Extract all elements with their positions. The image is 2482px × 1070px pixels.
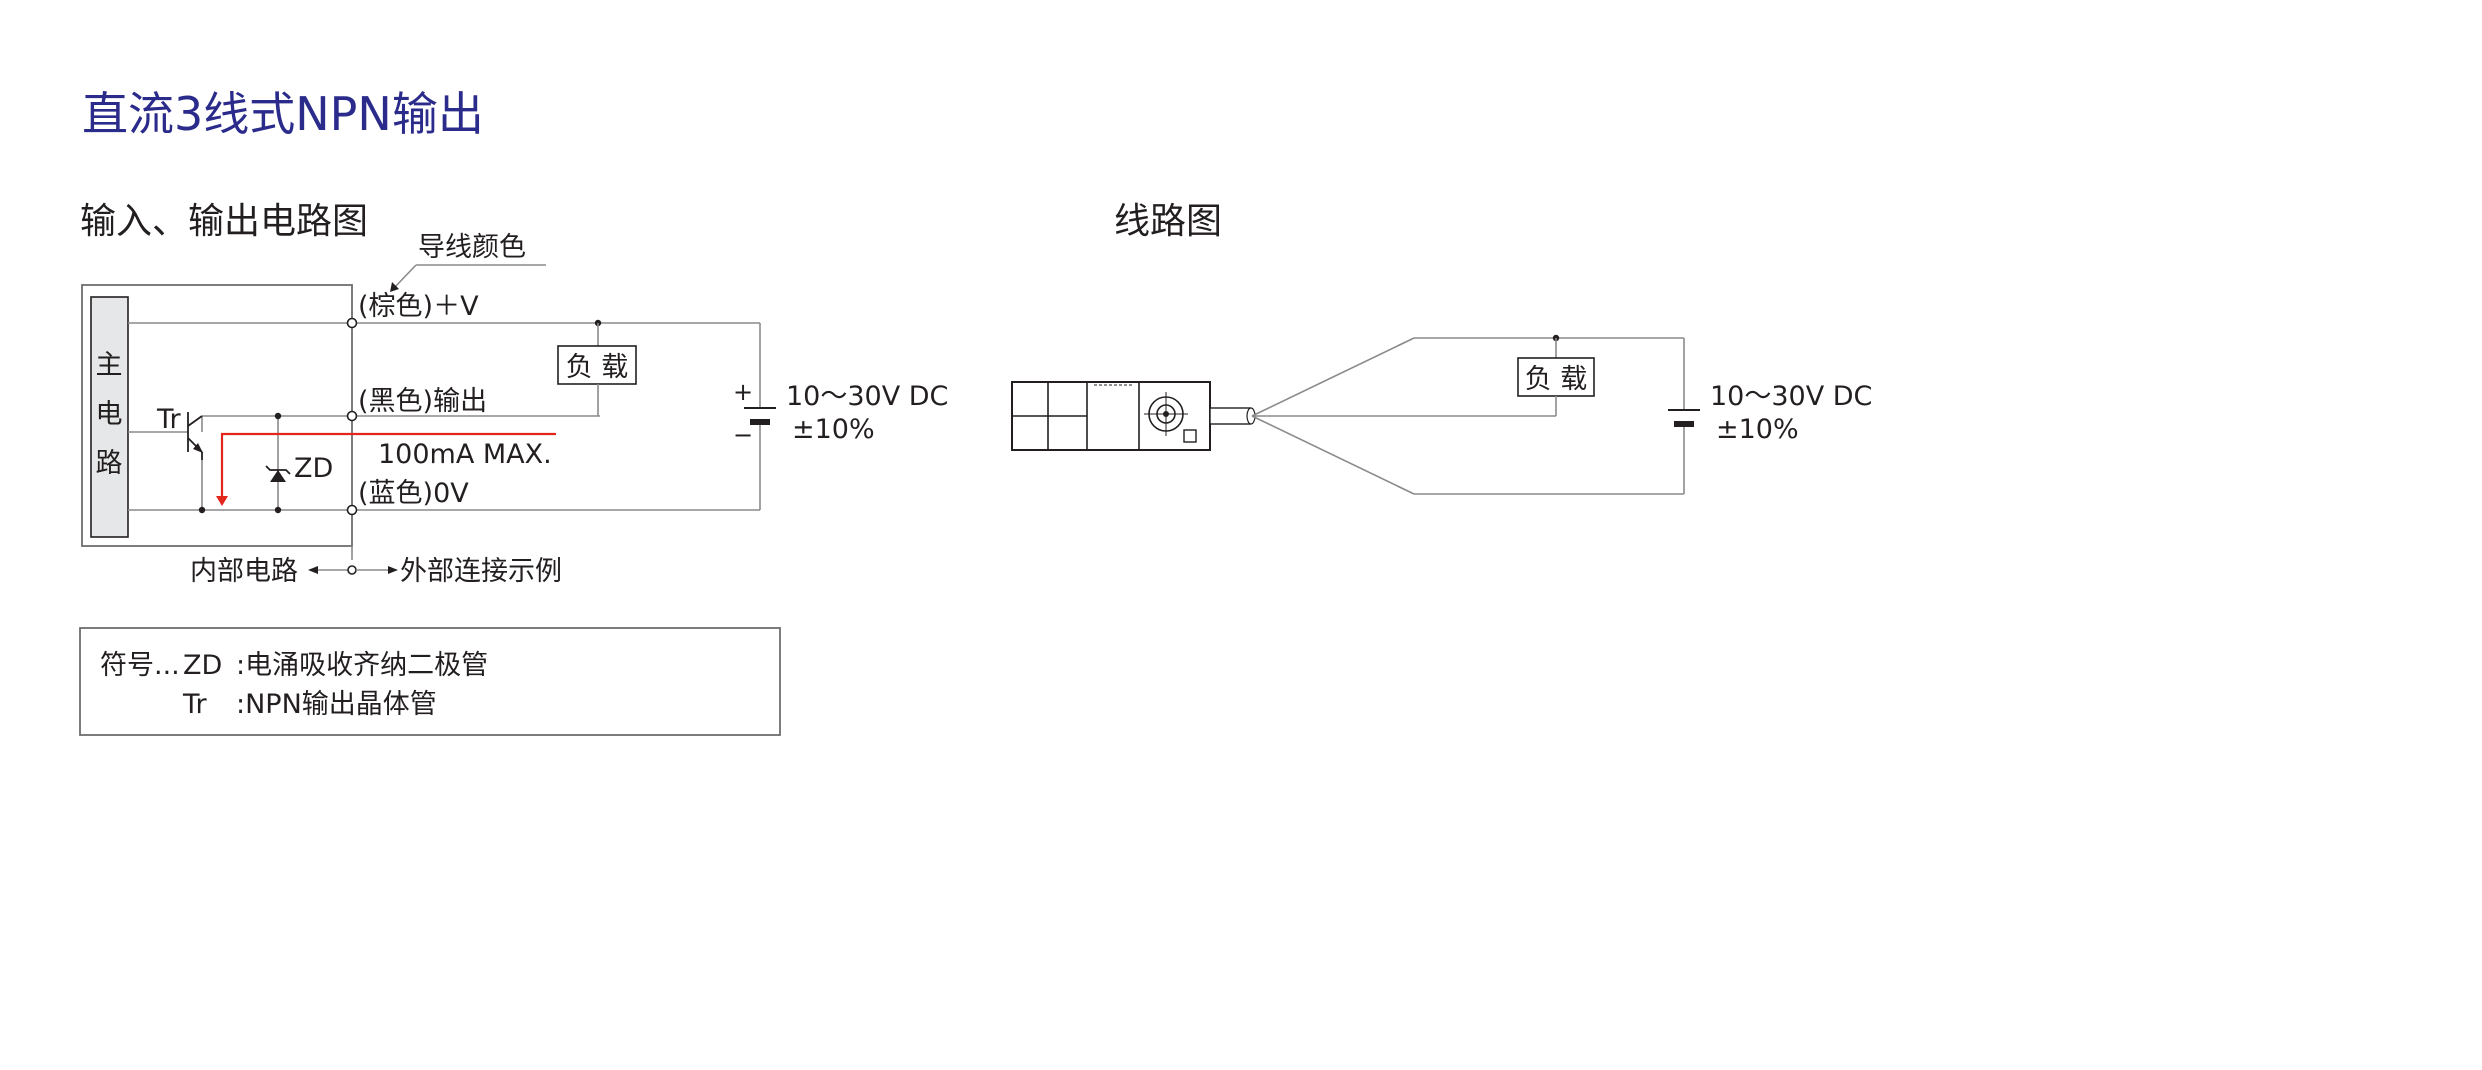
legend-symbol-zd: ZD	[183, 650, 222, 681]
supply-minus-sign: −	[733, 421, 753, 449]
black-wire-label: (黑色)输出	[358, 386, 487, 417]
internal-arrowhead	[308, 566, 318, 574]
boundary-marker	[347, 565, 357, 575]
current-arrowhead	[216, 496, 228, 506]
current-path-arrow	[220, 432, 556, 498]
transistor-label: Tr	[156, 404, 182, 435]
wire-zero	[1251, 415, 1415, 495]
sensor-body	[1011, 381, 1211, 451]
wiring-diagram: 线路图 负 载	[1011, 201, 1872, 495]
zener-label: ZD	[294, 453, 333, 484]
load-box	[1517, 357, 1595, 397]
main-circuit-block	[90, 296, 129, 538]
wire-color-leader	[393, 264, 417, 289]
supply-plus-sign: +	[733, 378, 753, 406]
main-circuit-char-3: 路	[96, 448, 123, 479]
load-label: 负 载	[566, 352, 629, 383]
cable-stub	[1209, 407, 1251, 425]
external-connection-label: 外部连接示例	[400, 556, 562, 587]
npn-transistor-symbol	[187, 412, 203, 460]
wire-color-label: 导线颜色	[418, 232, 526, 263]
legend-prefix: 符号...	[100, 650, 180, 681]
terminal-output	[346, 410, 358, 422]
current-rating: 100mA MAX.	[378, 439, 552, 470]
supply-voltage: 10～30V DC	[1710, 381, 1872, 412]
wire-color-arrowhead	[390, 282, 399, 292]
page-title: 直流3线式NPN输出	[82, 87, 484, 141]
io-circuit-diagram: 输入、输出电路图 导线颜色 主 电 路 Tr	[80, 201, 948, 587]
internal-circuit-label: 内部电路	[190, 556, 298, 587]
legend-desc-zd: :电涌吸收齐纳二极管	[236, 650, 488, 681]
wiring-heading: 线路图	[1114, 201, 1222, 242]
zener-diode-symbol	[265, 465, 291, 482]
main-circuit-char-2: 电	[96, 399, 123, 430]
junction-dot	[274, 412, 282, 420]
junction-dot	[274, 506, 282, 514]
indicator-led-icon	[1183, 429, 1197, 443]
legend-box	[79, 627, 781, 736]
load-label: 负 载	[1525, 364, 1588, 395]
legend-symbol-tr: Tr	[182, 689, 208, 720]
wire-plus	[1251, 337, 1415, 417]
blue-wire-label: (蓝色)0V	[358, 478, 469, 509]
load-box	[557, 345, 637, 385]
symbol-legend: 符号... ZD :电涌吸收齐纳二极管 Tr :NPN输出晶体管	[79, 627, 781, 736]
junction-dot	[198, 506, 206, 514]
supply-tolerance: ±10%	[1716, 414, 1799, 445]
external-arrowhead	[388, 566, 398, 574]
supply-tolerance: ±10%	[792, 414, 875, 445]
terminal-zero	[346, 504, 358, 516]
terminal-plus	[346, 317, 358, 329]
legend-desc-tr: :NPN输出晶体管	[236, 689, 437, 720]
io-circuit-heading: 输入、输出电路图	[80, 201, 368, 242]
supply-voltage: 10～30V DC	[786, 381, 948, 412]
brown-wire-label: (棕色)＋V	[358, 291, 479, 322]
main-circuit-char-1: 主	[96, 350, 123, 381]
